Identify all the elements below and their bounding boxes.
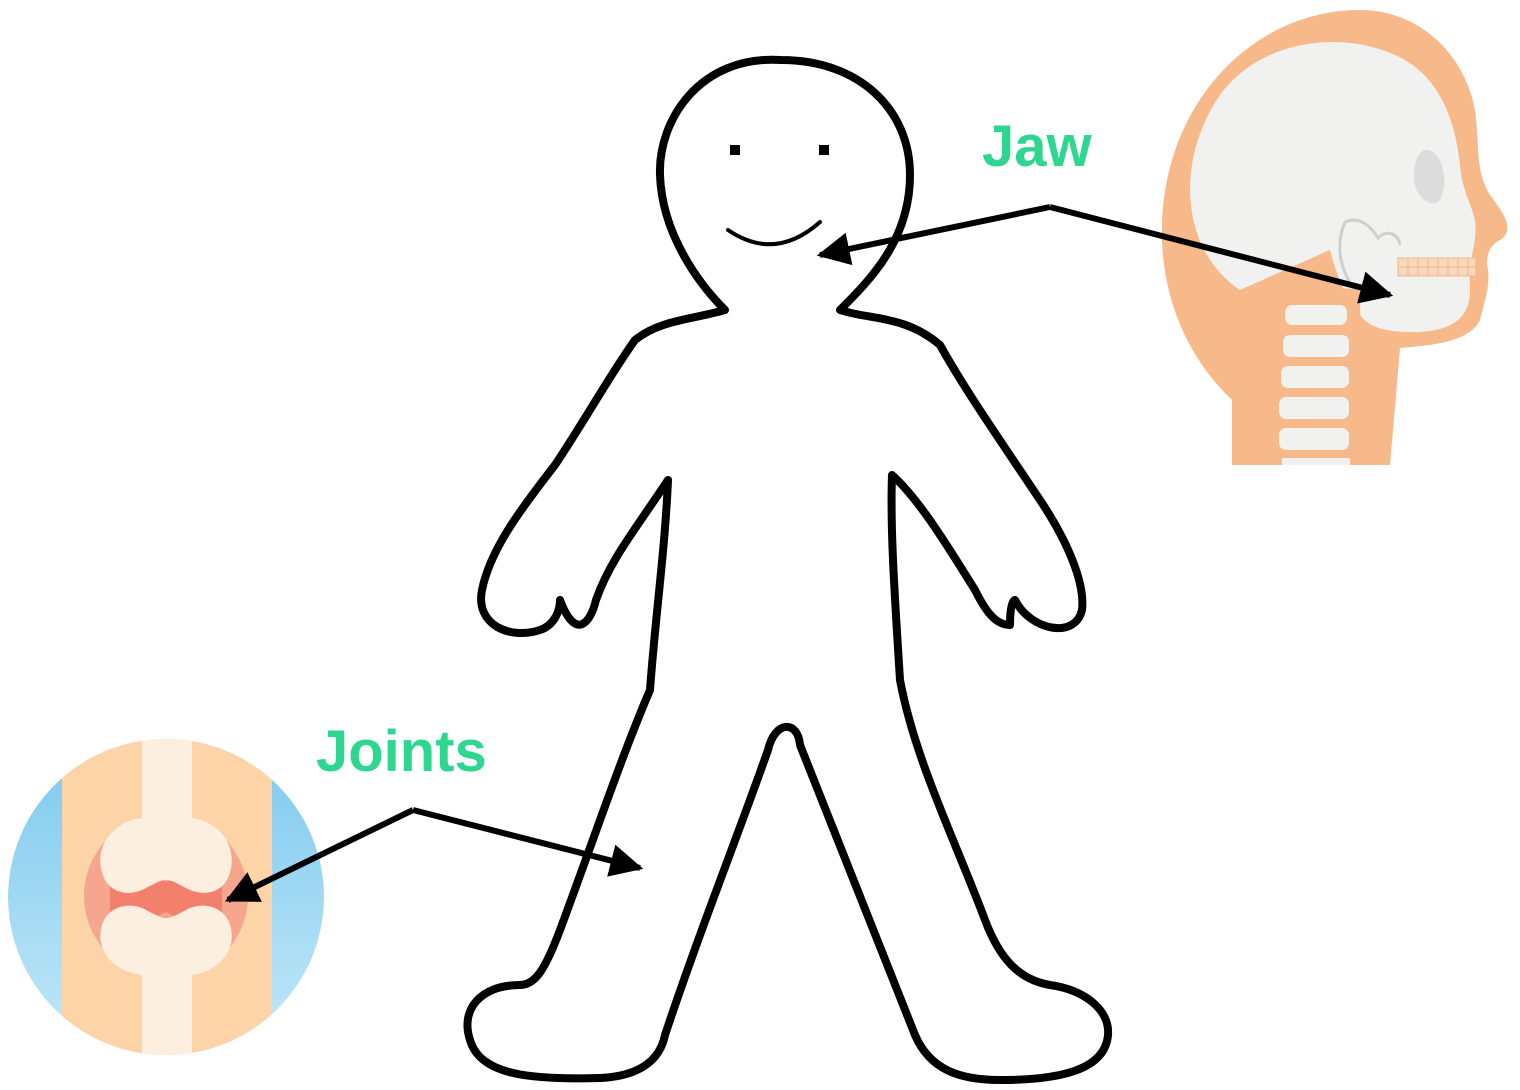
- right-eye: [819, 145, 829, 155]
- bone-joint-icon: [8, 730, 324, 1070]
- joints-label: Joints: [316, 723, 487, 781]
- jaw-label: Jaw: [982, 118, 1092, 176]
- teeth: [1398, 258, 1476, 276]
- skull-profile-icon: [1162, 10, 1508, 465]
- left-eye: [730, 145, 740, 155]
- cervical-spine: [1272, 288, 1362, 465]
